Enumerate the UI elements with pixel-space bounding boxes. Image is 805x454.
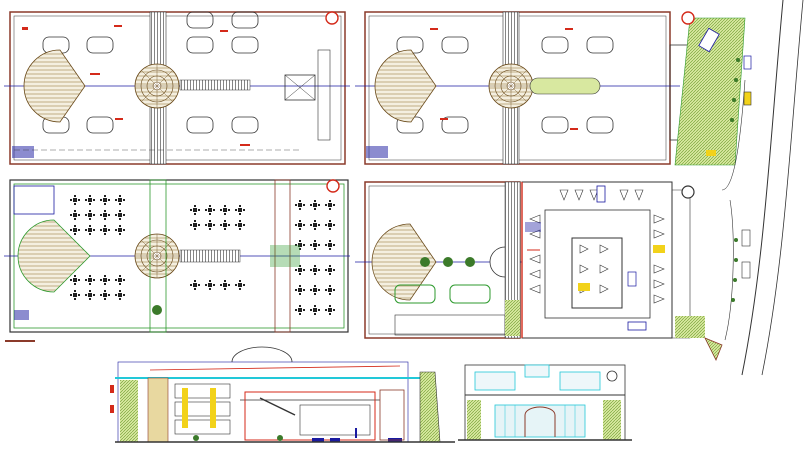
floor-plan-middle-right xyxy=(355,181,723,361)
building-section xyxy=(110,346,455,443)
road-edge xyxy=(721,0,804,376)
floor-plan-top-right xyxy=(355,11,752,166)
building-elevation xyxy=(458,364,632,441)
floor-plan-top-left xyxy=(4,11,350,165)
floor-plan-middle-left xyxy=(4,179,350,342)
